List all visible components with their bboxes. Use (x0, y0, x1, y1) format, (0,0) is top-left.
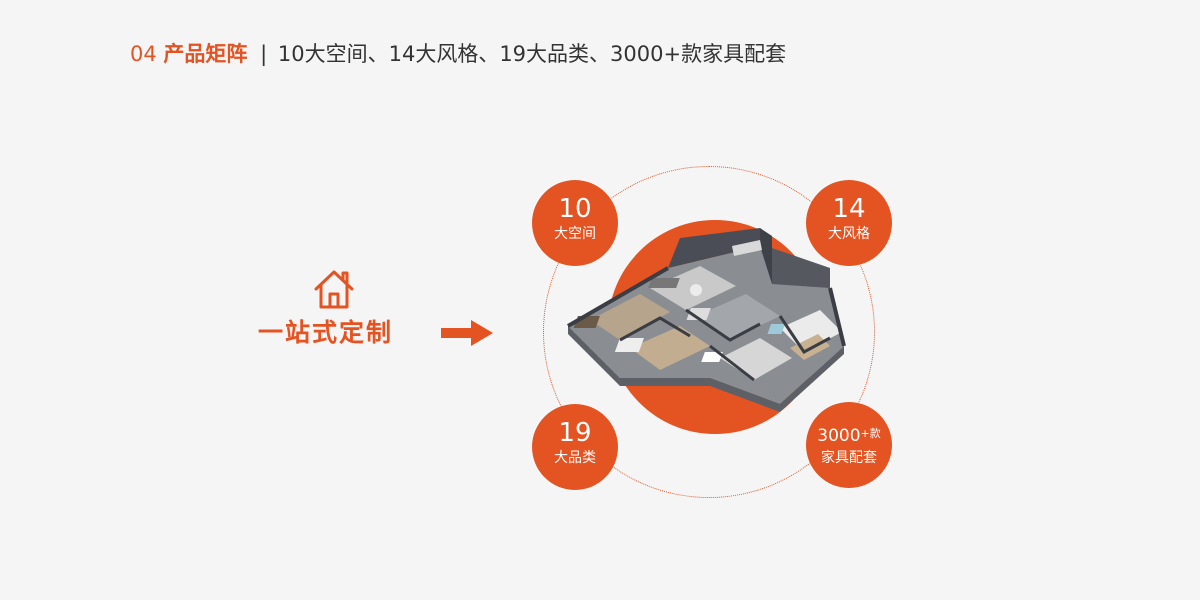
badge-furniture-value: 3000+款 (817, 426, 881, 446)
badge-furniture-label: 家具配套 (821, 450, 877, 466)
badge-styles-label: 大风格 (828, 226, 870, 242)
section-title: 产品矩阵 (163, 42, 248, 66)
badge-styles-value: 14 (832, 194, 866, 224)
badge-furniture-suffix: +款 (860, 427, 881, 440)
badge-categories-label: 大品类 (554, 450, 596, 466)
slogan: 一站式定制 (258, 318, 394, 347)
floorplan-illustration (566, 228, 846, 412)
badge-furniture: 3000+款 家具配套 (806, 402, 892, 488)
section-subtitle: 10大空间、14大风格、19大品类、3000+款家具配套 (277, 42, 787, 66)
badge-styles: 14 大风格 (806, 180, 892, 266)
badge-spaces-label: 大空间 (554, 226, 596, 242)
badge-categories-value: 19 (558, 418, 592, 448)
badge-spaces-value: 10 (558, 194, 592, 224)
section-number: 04 (130, 42, 157, 66)
arrow-right-icon (441, 320, 493, 346)
page-heading: 04 产品矩阵 | 10大空间、14大风格、19大品类、3000+款家具配套 (130, 38, 786, 68)
badge-categories: 19 大品类 (532, 404, 618, 490)
heading-separator: | (260, 42, 268, 66)
badge-spaces: 10 大空间 (532, 180, 618, 266)
house-icon (314, 270, 354, 309)
dotted-ring (543, 166, 875, 498)
